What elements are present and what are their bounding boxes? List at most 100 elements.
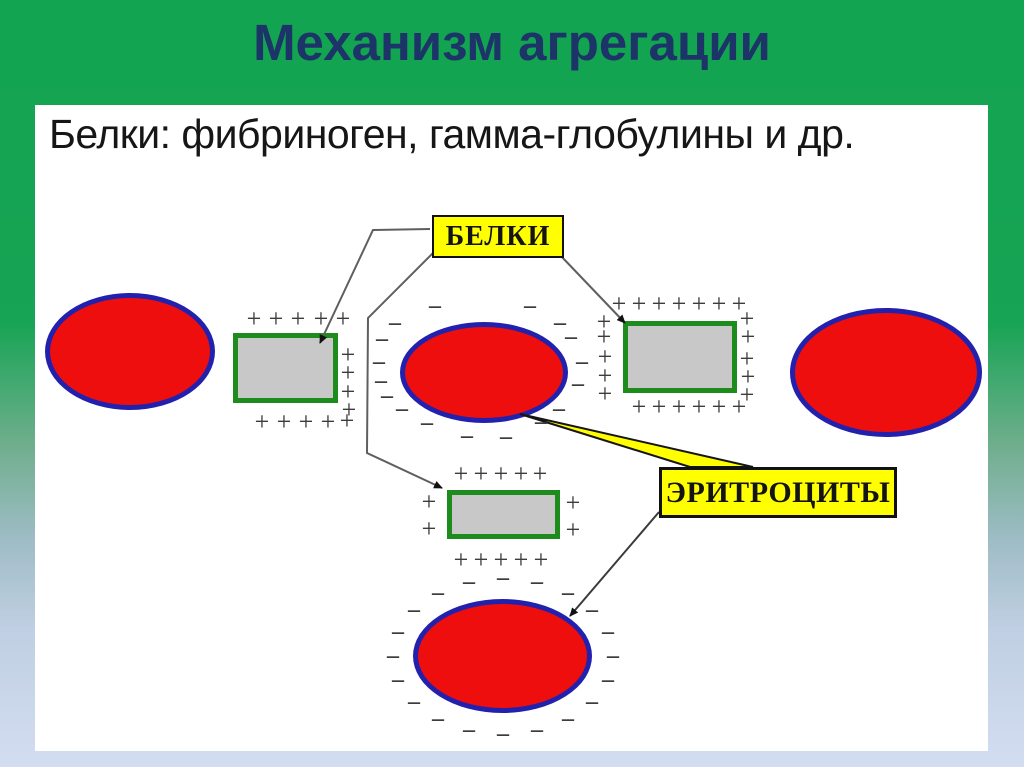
minus-mark: – [381,383,393,409]
plus-mark: + [740,322,756,351]
protein-rect-left [233,333,338,403]
diagram-heading: Белки: фибриноген, гамма-глобулины и др. [49,111,855,157]
plus-mark: + [340,340,356,369]
plus-mark: + [739,380,755,409]
minus-mark: – [602,619,614,645]
minus-mark: – [497,565,509,591]
plus-mark: + [313,304,329,333]
minus-mark: – [389,310,401,336]
plus-mark: + [711,289,727,318]
plus-mark: + [631,289,647,318]
minus-mark: – [392,667,404,693]
minus-mark: – [586,689,598,715]
plus-mark: + [611,289,627,318]
minus-mark: – [387,643,399,669]
minus-mark: – [463,717,475,743]
plus-mark: + [671,392,687,421]
erythrocyte-bottom [413,599,592,713]
plus-mark: + [276,407,292,436]
erythrocyte-right [790,308,982,437]
minus-mark: – [392,619,404,645]
minus-mark: – [602,667,614,693]
plus-mark: + [739,304,755,333]
plus-mark: + [513,459,529,488]
plus-mark: + [268,304,284,333]
minus-mark: – [553,396,565,422]
plus-mark: + [533,545,549,574]
minus-mark: – [408,597,420,623]
minus-mark: – [524,293,536,319]
plus-mark: + [513,545,529,574]
minus-mark: – [429,293,441,319]
plus-mark: + [731,392,747,421]
plus-mark: + [335,304,351,333]
plus-mark: + [711,392,727,421]
minus-mark: – [562,706,574,732]
plus-mark: + [340,358,356,387]
plus-mark: + [651,289,667,318]
connector-erythrocytes-to-bottom-cell [569,511,660,617]
label-erythrocytes: ЭРИТРОЦИТЫ [659,467,897,518]
plus-mark: + [532,459,548,488]
minus-mark: – [461,423,473,449]
plus-mark: + [254,407,270,436]
erythrocyte-left [45,293,215,410]
plus-mark: + [473,459,489,488]
minus-mark: – [500,424,512,450]
minus-mark: – [535,409,547,435]
minus-mark: – [565,324,577,350]
plus-mark: + [597,361,613,390]
erythrocytes-callout-wedge [519,413,754,468]
protein-rect-middle [447,490,560,539]
plus-mark: + [739,344,755,373]
minus-mark: – [396,396,408,422]
plus-mark: + [453,459,469,488]
plus-mark: + [290,304,306,333]
plus-mark: + [691,289,707,318]
plus-mark: + [473,545,489,574]
minus-mark: – [421,410,433,436]
minus-mark: – [562,580,574,606]
minus-mark: – [531,569,543,595]
label-proteins-text: БЕЛКИ [445,220,551,252]
minus-mark: – [607,643,619,669]
plus-mark: + [565,515,581,544]
diagram-panel: Белки: фибриноген, гамма-глобулины и др.… [35,105,988,751]
label-proteins: БЕЛКИ [432,215,564,258]
plus-mark: + [341,395,357,424]
plus-mark: + [596,307,612,336]
minus-mark: – [531,717,543,743]
plus-mark: + [597,342,613,371]
connector-proteins-to-left-rect [319,228,431,344]
plus-mark: + [298,407,314,436]
minus-mark: – [497,721,509,747]
plus-mark: + [340,377,356,406]
minus-mark: – [375,368,387,394]
plus-mark: + [565,488,581,517]
plus-mark: + [246,304,262,333]
erythrocyte-middle [400,322,568,423]
plus-mark: + [339,406,355,435]
minus-mark: – [408,689,420,715]
plus-mark: + [320,407,336,436]
minus-mark: – [463,569,475,595]
plus-mark: + [493,545,509,574]
plus-mark: + [596,322,612,351]
plus-mark: + [691,392,707,421]
minus-mark: – [432,580,444,606]
minus-mark: – [576,349,588,375]
plus-mark: + [421,514,437,543]
plus-mark: + [671,289,687,318]
slide-title: Механизм агрегации [253,14,771,71]
label-erythrocytes-text: ЭРИТРОЦИТЫ [665,475,891,509]
plus-mark: + [453,545,469,574]
minus-mark: – [373,349,385,375]
plus-mark: + [731,289,747,318]
minus-mark: – [586,597,598,623]
plus-mark: + [740,362,756,391]
minus-mark: – [572,371,584,397]
plus-mark: + [651,392,667,421]
minus-mark: – [376,326,388,352]
connector-proteins-to-right-rect [559,254,626,324]
